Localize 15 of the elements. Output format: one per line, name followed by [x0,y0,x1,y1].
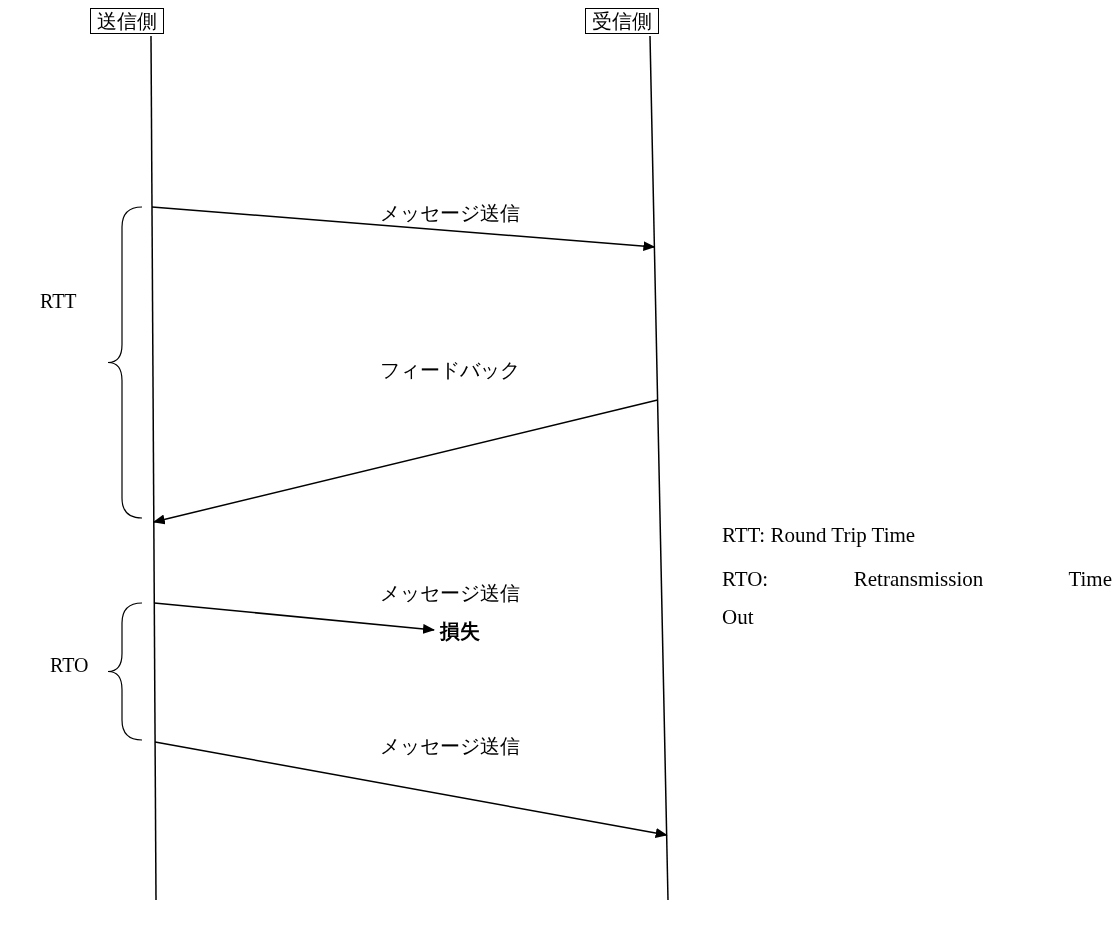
note-text: RTO: Retransmission Time Out [722,566,1112,631]
edge-label: メッセージ送信 [380,581,520,606]
edge-label: メッセージ送信 [380,201,520,226]
message-arrow [154,741,668,838]
participant-box: 受信側 [585,8,659,34]
edge-label: フィードバック [380,358,520,383]
message-arrow [152,399,659,525]
edge-label: メッセージ送信 [380,734,520,759]
participant-box: 送信側 [90,8,164,34]
message-arrow [153,602,435,634]
loss-label: 損失 [440,618,480,644]
message-arrow [151,206,656,252]
interval-label: RTO [50,653,89,678]
note-text: RTT: Round Trip Time [722,522,916,548]
interval-label: RTT [40,289,77,314]
